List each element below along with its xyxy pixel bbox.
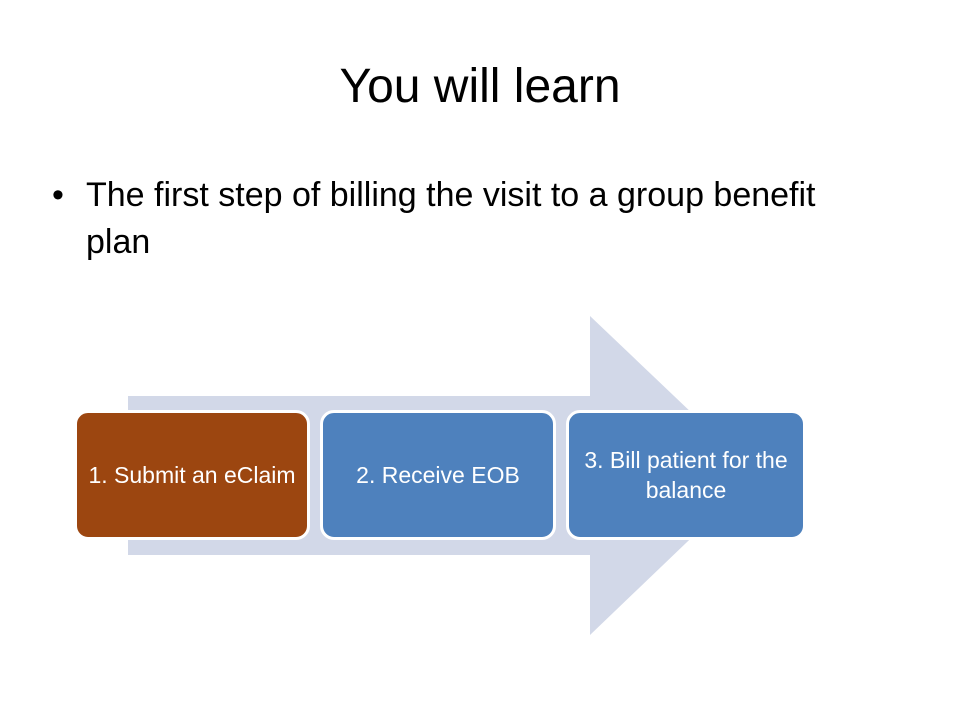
process-step-2[interactable]: 2. Receive EOB bbox=[320, 410, 556, 540]
process-step-2-label: 2. Receive EOB bbox=[356, 462, 520, 488]
process-step-3[interactable]: 3. Bill patient for the balance bbox=[566, 410, 806, 540]
page-title: You will learn bbox=[339, 60, 621, 113]
process-step-3-label: 3. Bill patient for the balance bbox=[584, 447, 788, 503]
bullet-list: • The first step of billing the visit to… bbox=[52, 172, 842, 266]
list-item: • The first step of billing the visit to… bbox=[52, 172, 842, 266]
process-step-1-label: 1. Submit an eClaim bbox=[88, 462, 296, 488]
bullet-item-text: The first step of billing the visit to a… bbox=[86, 176, 816, 261]
process-step-1[interactable]: 1. Submit an eClaim bbox=[74, 410, 310, 540]
bullet-point-icon: • bbox=[52, 176, 64, 214]
